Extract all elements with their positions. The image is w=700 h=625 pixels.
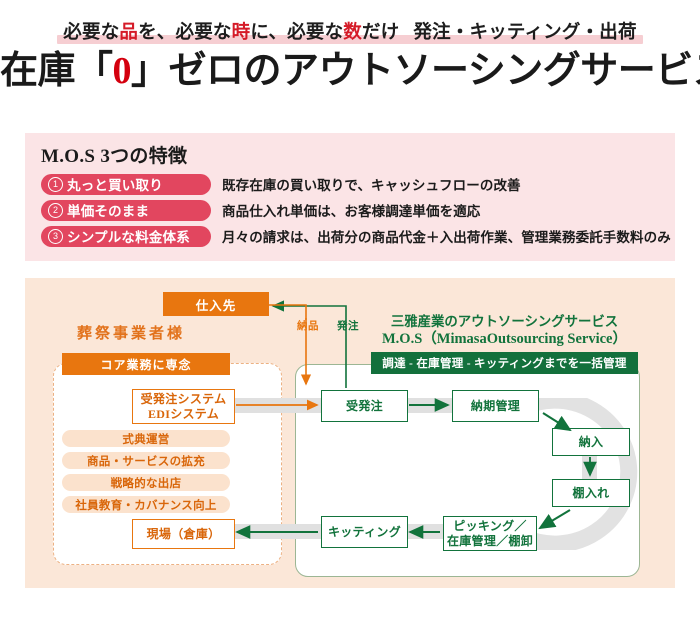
- subtitle: 必要な品を、必要な時に、必要な数だけ発注・キッティング・出荷: [63, 23, 637, 43]
- delivery-box[interactable]: 納入: [552, 428, 630, 456]
- mos-heading-line2: M.O.S（MimasaOutsourcing Service）: [381, 331, 627, 347]
- feature-label: シンプルな料金体系: [67, 230, 190, 245]
- feature-label: 単価そのまま: [67, 204, 150, 219]
- mos-heading-line1: 三雅産業のアウトソーシングサービス: [390, 314, 619, 329]
- picking-line2: 在庫管理／棚卸: [446, 533, 534, 548]
- feature-pill: 1 丸っと買い取り: [41, 173, 211, 195]
- feature-label: 丸っと買い取り: [67, 178, 163, 193]
- feature-number-badge: 2: [48, 202, 63, 218]
- core-business-bar: コア業務に専念: [62, 353, 230, 375]
- arrow-label-delivery: 納品: [297, 321, 319, 332]
- soft-pill-item: 社員教育・カバナンス向上: [62, 496, 230, 513]
- shelving-box[interactable]: 棚入れ: [552, 479, 630, 507]
- flow-arc-decoration: [517, 398, 638, 550]
- features-panel: M.O.S 3つの特徴 1 丸っと買い取り 既存在庫の買い取りで、キャッシュフロ…: [25, 133, 675, 261]
- feature-pill: 3 シンプルな料金体系: [41, 225, 211, 247]
- order-receiving-box[interactable]: 受発注: [321, 390, 408, 422]
- feature-row: 1 丸っと買い取り 既存在庫の買い取りで、キャッシュフローの改善: [41, 173, 521, 195]
- feature-description: 商品仕入れ単価は、お客様調達単価を適応: [222, 204, 481, 219]
- delivery-schedule-box[interactable]: 納期管理: [452, 390, 539, 422]
- edi-line2: EDIシステム: [147, 406, 220, 421]
- subtitle-highlight-band: [57, 35, 643, 45]
- feature-number-badge: 1: [48, 176, 63, 192]
- feature-description: 既存在庫の買い取りで、キャッシュフローの改善: [222, 178, 521, 193]
- kitting-box[interactable]: キッティング: [321, 516, 408, 548]
- feature-description: 月々の請求は、出荷分の商品代金＋入出荷作業、管理業務委託手数料のみ: [222, 230, 671, 245]
- supplier-box[interactable]: 仕入先: [163, 292, 269, 316]
- site-warehouse-box[interactable]: 現場（倉庫）: [132, 519, 235, 549]
- picking-line1: ピッキング／: [453, 518, 527, 533]
- subtitle-wrapper: 必要な品を、必要な時に、必要な数だけ発注・キッティング・出荷: [57, 22, 643, 45]
- edi-line1: 受発注システム: [140, 391, 227, 406]
- connector-band-kitting-to-genba: [225, 524, 328, 539]
- page-title: 在庫「0」ゼロのアウトソーシングサービス: [0, 50, 700, 93]
- page-header: 必要な品を、必要な時に、必要な数だけ発注・キッティング・出荷 在庫「0」ゼロのア…: [0, 22, 700, 93]
- feature-row: 3 シンプルな料金体系 月々の請求は、出荷分の商品代金＋入出荷作業、管理業務委託…: [41, 225, 671, 247]
- feature-number-badge: 3: [48, 228, 63, 244]
- feature-row: 2 単価そのまま 商品仕入れ単価は、お客様調達単価を適応: [41, 199, 480, 221]
- mos-scope-bar: 調達 - 在庫管理 - キッティングまでを一括管理: [371, 352, 638, 374]
- soft-pill-item: 商品・サービスの拡充: [62, 452, 230, 469]
- funeral-business-heading: 葬祭事業者様: [77, 326, 186, 342]
- edi-system-box[interactable]: 受発注システム EDIシステム: [132, 389, 235, 424]
- soft-pill-item: 戦略的な出店: [62, 474, 230, 491]
- features-title: M.O.S 3つの特徴: [41, 146, 188, 167]
- feature-pill: 2 単価そのまま: [41, 199, 211, 221]
- picking-inventory-box[interactable]: ピッキング／ 在庫管理／棚卸: [443, 516, 537, 551]
- arrow-label-order: 発注: [337, 321, 359, 332]
- soft-pill-item: 式典運営: [62, 430, 230, 447]
- connector-band-edi-to-juhachu: [225, 398, 330, 413]
